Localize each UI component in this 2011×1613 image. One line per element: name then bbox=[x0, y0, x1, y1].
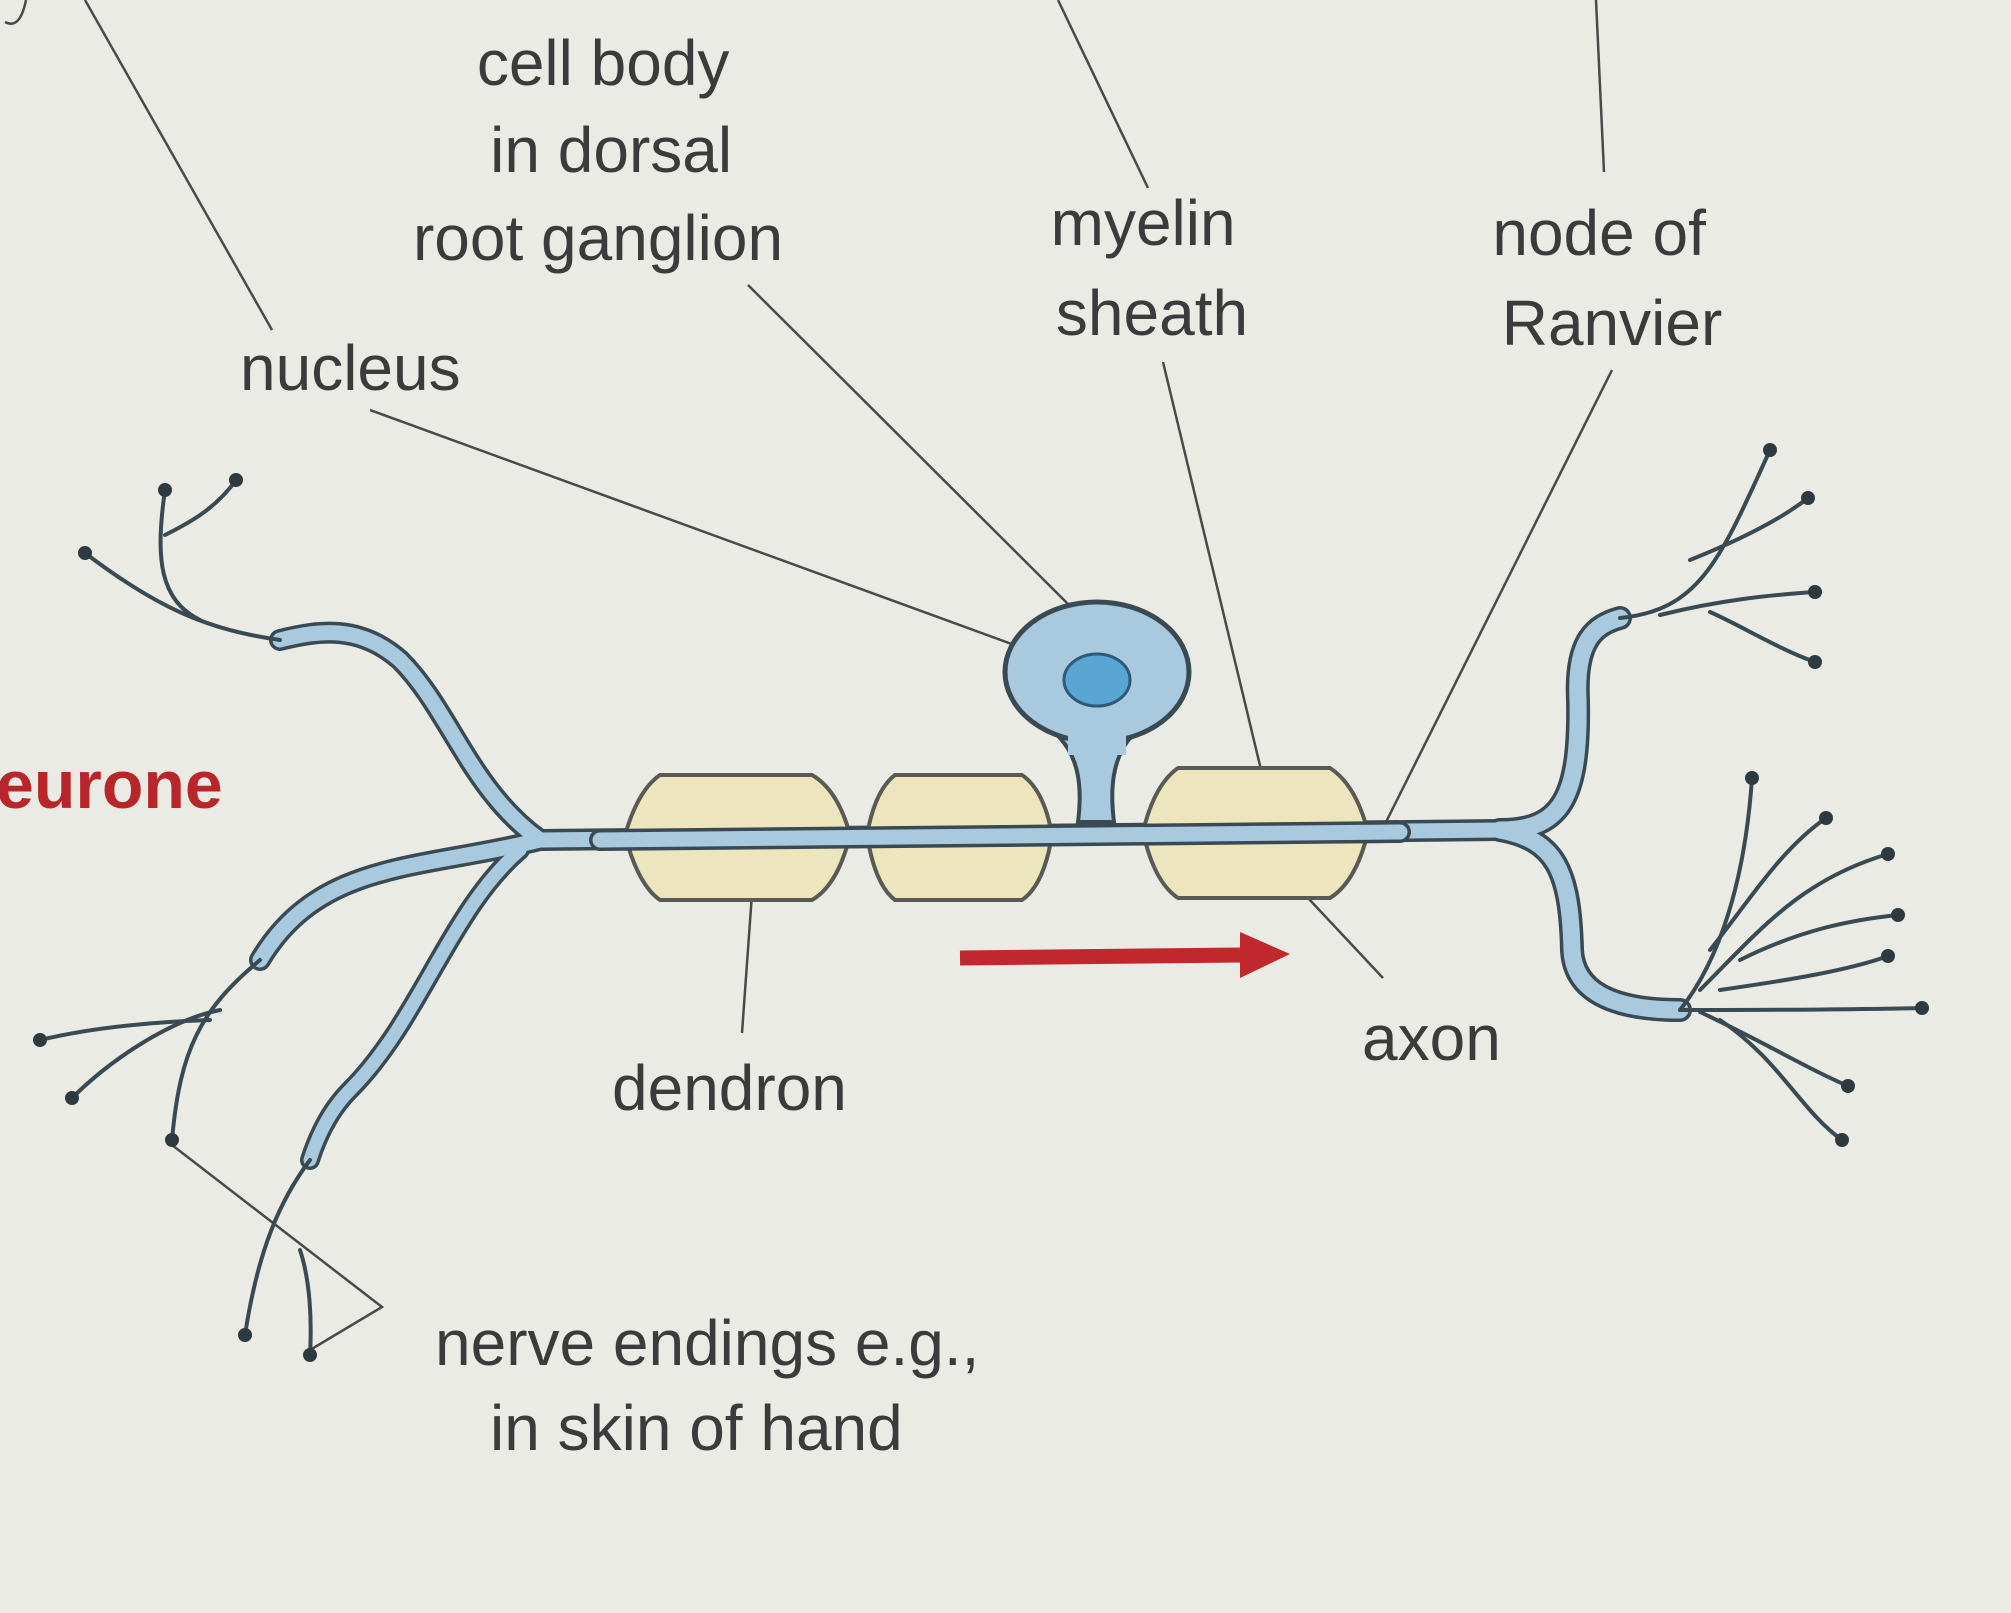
label-node-line1: node of bbox=[1492, 197, 1706, 269]
terminal-twig bbox=[1738, 913, 1900, 962]
label-node-of-ranvier: node of Ranvier bbox=[1492, 197, 1723, 359]
terminal-tip bbox=[1841, 1079, 1855, 1093]
cell-body-joint bbox=[1068, 725, 1126, 755]
terminal-tip bbox=[1808, 655, 1822, 669]
twig-upper-2 bbox=[158, 488, 202, 622]
terminal-twig bbox=[1678, 1006, 1924, 1012]
terminal-twig bbox=[1688, 496, 1810, 562]
terminal-twig bbox=[1678, 776, 1754, 1012]
twig-tip bbox=[33, 1033, 47, 1047]
lower-branch2 bbox=[303, 843, 527, 1167]
leader-cell-body bbox=[747, 284, 1069, 605]
label-nerve-endings-line1: nerve endings e.g., bbox=[435, 1307, 979, 1379]
axon-core-fill bbox=[592, 824, 1408, 848]
arrow-shaft bbox=[959, 947, 1241, 966]
impulse-direction-arrow bbox=[959, 932, 1290, 978]
terminal-twig bbox=[1718, 1018, 1844, 1142]
diagram-title: eurone bbox=[0, 747, 223, 823]
twig-lower-2 bbox=[70, 1008, 222, 1100]
axon-core bbox=[589, 821, 1411, 851]
terminal-twig bbox=[1658, 590, 1817, 617]
twig-upper-3 bbox=[163, 478, 238, 537]
cell-body bbox=[1002, 599, 1192, 824]
label-dendron: dendron bbox=[612, 1052, 847, 1124]
axon-terminal-tips bbox=[1745, 443, 1929, 1147]
label-myelin-sheath: myelin sheath bbox=[1051, 187, 1254, 349]
twig-tip bbox=[165, 1133, 179, 1147]
terminal-tip bbox=[1915, 1001, 1929, 1015]
label-cell-body-line3: root ganglion bbox=[413, 202, 783, 274]
leader-node-of-ranvier bbox=[1383, 369, 1614, 825]
terminal-tip bbox=[1819, 811, 1833, 825]
terminal-tip bbox=[1881, 847, 1895, 861]
terminal-twig bbox=[1708, 816, 1828, 952]
leader-nucleus bbox=[369, 408, 1084, 672]
leader-top-left-hook bbox=[4, 0, 28, 25]
label-axon: axon bbox=[1362, 1002, 1501, 1074]
arrow-head bbox=[1240, 932, 1290, 978]
twig-lower-3 bbox=[38, 1018, 212, 1042]
terminal-lower bbox=[1491, 821, 1689, 1019]
terminal-tip bbox=[1835, 1133, 1849, 1147]
upper-branch bbox=[272, 625, 548, 848]
leader-lines bbox=[4, 0, 1614, 1352]
twig-tip bbox=[78, 546, 92, 560]
twig-tip bbox=[303, 1348, 317, 1362]
leader-node-top bbox=[1594, 0, 1606, 173]
leader-myelin-top bbox=[1056, 0, 1150, 189]
dendrite-tips bbox=[33, 473, 317, 1362]
twig-tip bbox=[238, 1328, 252, 1342]
label-nucleus: nucleus bbox=[240, 332, 461, 404]
terminal-twig bbox=[1708, 610, 1817, 664]
terminal-twig bbox=[1718, 954, 1890, 992]
twig-upper-1 bbox=[83, 551, 282, 642]
nucleus-shape bbox=[1062, 652, 1132, 708]
terminal-twig bbox=[1618, 448, 1772, 620]
leader-nerve-endings bbox=[171, 1144, 385, 1352]
twig-tip bbox=[229, 473, 243, 487]
twig-tip bbox=[65, 1091, 79, 1105]
label-nerve-endings-line2: in skin of hand bbox=[490, 1392, 903, 1464]
axon-terminals bbox=[1618, 448, 1924, 1142]
label-nerve-endings: nerve endings e.g., in skin of hand bbox=[435, 1307, 997, 1464]
lower-branch bbox=[252, 832, 548, 968]
twig-lower-5 bbox=[298, 1248, 313, 1357]
terminal-tip bbox=[1808, 585, 1822, 599]
label-cell-body: cell body in dorsal root ganglion bbox=[413, 27, 783, 274]
terminal-tip bbox=[1801, 491, 1815, 505]
terminal-tip bbox=[1891, 908, 1905, 922]
terminal-trunk bbox=[1491, 609, 1629, 839]
leader-myelin-sheath bbox=[1161, 361, 1265, 779]
neuron bbox=[33, 443, 1929, 1362]
label-myelin-line1: myelin bbox=[1051, 187, 1236, 259]
terminal-twig bbox=[1698, 852, 1890, 992]
twig-tip bbox=[158, 483, 172, 497]
label-cell-body-line2: in dorsal bbox=[490, 114, 732, 186]
leader-top-left bbox=[83, 0, 274, 331]
twig-lower-1 bbox=[170, 958, 262, 1142]
terminal-tip bbox=[1763, 443, 1777, 457]
terminal-tip bbox=[1881, 949, 1895, 963]
twig-lower-4 bbox=[243, 1158, 312, 1337]
label-myelin-line2: sheath bbox=[1056, 277, 1248, 349]
label-node-line2: Ranvier bbox=[1502, 287, 1723, 359]
terminal-tip bbox=[1745, 771, 1759, 785]
label-cell-body-line1: cell body bbox=[477, 27, 730, 99]
dendrite-twigs bbox=[38, 478, 313, 1357]
